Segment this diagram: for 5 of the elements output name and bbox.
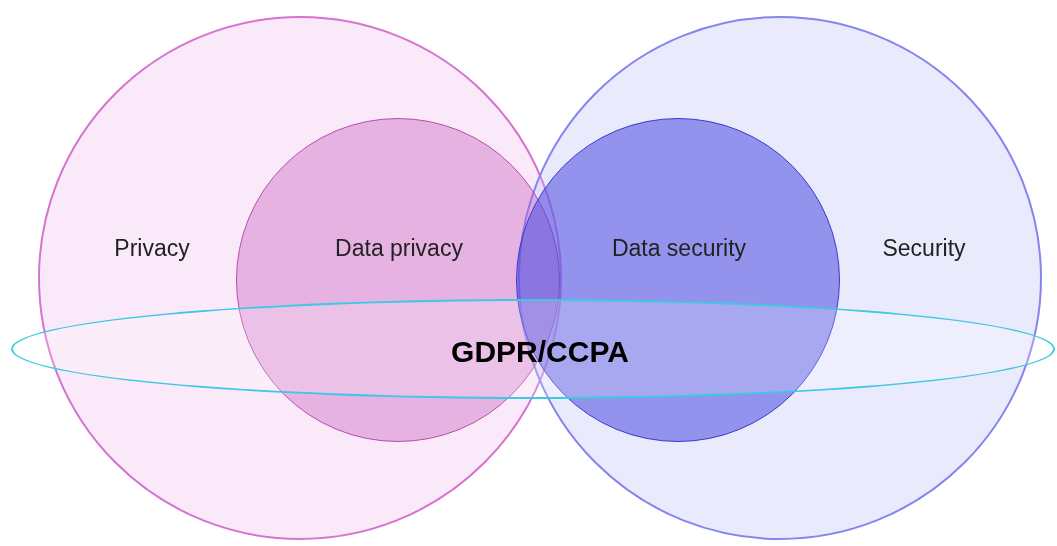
circle-label: Data security bbox=[611, 233, 747, 263]
circle-label: GDPR/CCPA bbox=[451, 333, 629, 370]
circle-label: Data privacy bbox=[335, 233, 463, 263]
circle-label: Privacy bbox=[114, 233, 190, 263]
circle-label: Security bbox=[882, 233, 966, 263]
